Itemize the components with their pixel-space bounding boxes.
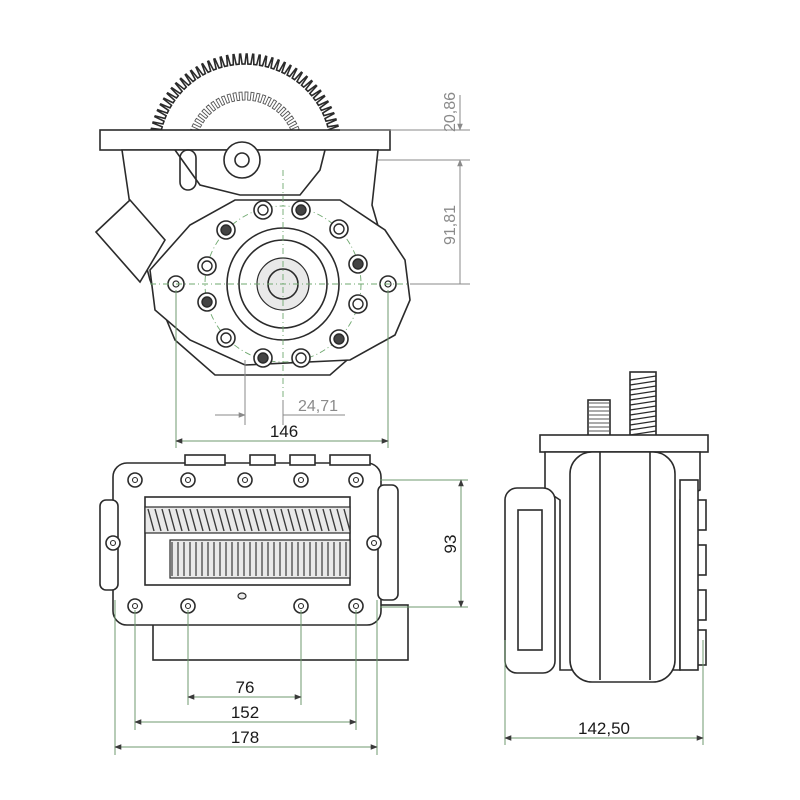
gear-tooth bbox=[147, 508, 155, 532]
side-drum bbox=[569, 451, 676, 683]
helical-line bbox=[629, 425, 657, 431]
dim-side-view-width: 142,50 bbox=[578, 719, 630, 738]
side-right-bosses bbox=[679, 479, 707, 671]
upper-shaft bbox=[223, 141, 261, 179]
gear-tooth bbox=[336, 508, 344, 532]
top-tabs bbox=[184, 454, 371, 466]
gear-tooth bbox=[217, 508, 225, 532]
lower-gear-band bbox=[169, 539, 351, 579]
gear-tooth bbox=[252, 508, 260, 532]
gear-tooth bbox=[322, 508, 330, 532]
gear-tooth bbox=[266, 508, 274, 532]
plate-bolt-center bbox=[109, 539, 117, 547]
gear-tooth bbox=[343, 508, 351, 532]
gear-tooth bbox=[175, 508, 183, 532]
helical-line bbox=[629, 400, 657, 406]
dim-overall-width: 178 bbox=[231, 728, 259, 747]
top-view bbox=[99, 454, 409, 661]
front-dimensions: 20,86 91,81 24,71 146 bbox=[175, 92, 470, 448]
gear-tooth bbox=[301, 508, 309, 532]
gear-tooth bbox=[231, 508, 239, 532]
bolt-hole bbox=[257, 352, 269, 364]
dim-flange-width: 146 bbox=[270, 422, 298, 441]
plate-bolt-center bbox=[352, 476, 360, 484]
flange-bolts bbox=[167, 200, 397, 368]
gear-tooth bbox=[238, 508, 246, 532]
helical-line bbox=[629, 385, 657, 391]
gear-tooth bbox=[196, 508, 204, 532]
front-gear bbox=[148, 53, 342, 154]
side-shafts bbox=[587, 371, 657, 437]
plate-bolts bbox=[105, 472, 382, 614]
bolt-hole bbox=[352, 298, 364, 310]
gear-tooth bbox=[259, 508, 267, 532]
side-left-inner bbox=[517, 509, 543, 651]
dim-top-gear-offset: 20,86 bbox=[442, 92, 459, 132]
helical-line bbox=[629, 410, 657, 416]
bolt-hole bbox=[333, 333, 345, 345]
dim-outer-bolt-span: 152 bbox=[231, 703, 259, 722]
gear-tooth bbox=[329, 508, 337, 532]
gear-tooth bbox=[224, 508, 232, 532]
helical-line bbox=[629, 395, 657, 401]
helical-line bbox=[629, 375, 657, 381]
helical-line bbox=[629, 405, 657, 411]
bolt-hole bbox=[295, 204, 307, 216]
gear-tooth bbox=[203, 508, 211, 532]
drain-hole bbox=[237, 592, 247, 600]
gear-tooth bbox=[210, 508, 218, 532]
side-dimensions: 142,50 bbox=[504, 640, 704, 745]
plate-bolt-center bbox=[184, 602, 192, 610]
plate-bolt-center bbox=[297, 602, 305, 610]
helical-line bbox=[629, 420, 657, 426]
gear-tooth bbox=[308, 508, 316, 532]
bolt-hole bbox=[352, 258, 364, 270]
gear-outline bbox=[148, 53, 342, 154]
side-boss bbox=[94, 198, 166, 284]
dim-side-height: 93 bbox=[441, 535, 460, 554]
gear-tooth bbox=[315, 508, 323, 532]
gear-tooth bbox=[273, 508, 281, 532]
plate-bolt-center bbox=[184, 476, 192, 484]
helical-line bbox=[629, 415, 657, 421]
front-view bbox=[94, 53, 420, 420]
gear-tooth bbox=[168, 508, 176, 532]
dim-flange-height: 91,81 bbox=[442, 205, 459, 245]
plate-bolt-center bbox=[370, 539, 378, 547]
top-view-dimensions: 93 76 152 178 bbox=[114, 479, 468, 755]
gear-tooth bbox=[245, 508, 253, 532]
bolt-hole bbox=[295, 352, 307, 364]
inner-gear-outline bbox=[186, 91, 304, 154]
plate-bolt-center bbox=[297, 476, 305, 484]
gear-tooth bbox=[161, 508, 169, 532]
bolt-hole bbox=[201, 296, 213, 308]
bolt-hole bbox=[257, 204, 269, 216]
helical-line bbox=[629, 390, 657, 396]
dim-inner-bolt-span: 76 bbox=[236, 678, 255, 697]
gear-tooth bbox=[287, 508, 295, 532]
side-top-plate bbox=[539, 434, 709, 453]
plate-bolt-center bbox=[352, 602, 360, 610]
upper-shaft-bore bbox=[234, 152, 250, 168]
gear-tooth bbox=[189, 508, 197, 532]
gear-tooth bbox=[294, 508, 302, 532]
plate-bolt-center bbox=[241, 476, 249, 484]
side-view bbox=[504, 371, 709, 683]
gear-tooth bbox=[154, 508, 162, 532]
gear-teeth bbox=[144, 506, 351, 579]
bolt-hole bbox=[220, 332, 232, 344]
helical-line bbox=[629, 380, 657, 386]
plate-bolt-center bbox=[131, 602, 139, 610]
bolt-hole bbox=[333, 223, 345, 235]
dim-bolt-offset: 24,71 bbox=[298, 398, 338, 415]
bolt-hole bbox=[220, 224, 232, 236]
gear-tooth bbox=[280, 508, 288, 532]
plate-bolt-center bbox=[131, 476, 139, 484]
housing-slot bbox=[179, 149, 197, 191]
bolt-hole bbox=[201, 260, 213, 272]
gear-tooth bbox=[182, 508, 190, 532]
